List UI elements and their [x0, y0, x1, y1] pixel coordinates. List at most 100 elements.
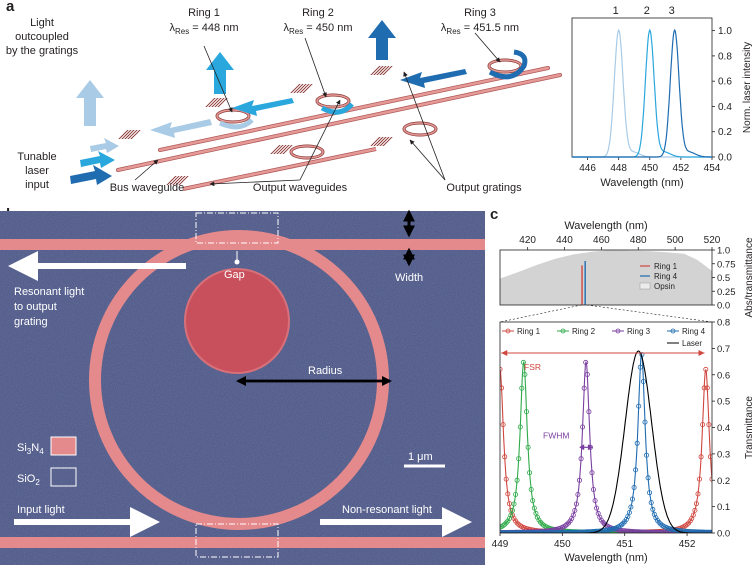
ring3-name: Ring 3 — [464, 7, 496, 19]
input-light-label: Input light — [17, 504, 65, 516]
resonant-label-1: Resonant light — [14, 286, 84, 298]
point-ring-3 — [640, 529, 646, 533]
point-ring-3 — [628, 528, 634, 533]
bottom-legend-label-0: Ring 1 — [517, 327, 541, 336]
point-ring-1 — [684, 522, 690, 528]
point-ring-1 — [703, 366, 709, 372]
bottom-y-tick-label-3: 0.3 — [717, 449, 730, 460]
top-y-tick-label-3: 0.75 — [717, 259, 736, 270]
point-ring-4 — [687, 529, 693, 533]
bottom-y-tick-label-6: 0.6 — [717, 370, 730, 381]
point-ring-3 — [539, 528, 545, 533]
point-ring-1 — [514, 520, 520, 526]
si3n4-label: Si3N4 — [17, 442, 44, 456]
point-ring-4 — [578, 529, 584, 533]
point-ring-1 — [709, 476, 712, 482]
panel-a-letter: a — [6, 0, 15, 15]
bottom-legend-marker-1 — [560, 328, 566, 334]
point-ring-3 — [639, 529, 645, 533]
point-ring-4 — [573, 529, 579, 533]
point-ring-4 — [587, 529, 593, 533]
top-waveguide — [0, 239, 485, 250]
resonant-label-2: to output — [14, 301, 57, 313]
resonant-label-3: grating — [14, 316, 48, 328]
bottom-y-tick-label-5: 0.5 — [717, 397, 730, 408]
point-ring-4 — [647, 490, 653, 496]
bottom-ylabel: Transmittance — [744, 396, 754, 459]
fsr-arrowhead-left — [501, 350, 508, 356]
inset-peak-label-1: 1 — [613, 5, 619, 17]
point-ring-3 — [650, 529, 656, 533]
zoom-line-right — [586, 304, 713, 323]
point-ring-3 — [631, 529, 637, 533]
point-ring-4 — [567, 529, 573, 533]
output-gratings-label: Output gratings — [446, 182, 522, 194]
inset-series-3 — [572, 28, 712, 158]
point-ring-3 — [577, 477, 583, 483]
bottom-legend-label-1: Ring 2 — [572, 327, 596, 336]
point-ring-3 — [661, 530, 667, 533]
x-tick-label-448: 448 — [610, 163, 627, 174]
light-outcoupled-label-1: Light — [30, 17, 54, 29]
point-ring-3 — [573, 501, 579, 507]
point-ring-3 — [586, 409, 592, 415]
inset-ylabel: Norm. laser intensity — [742, 42, 753, 133]
point-ring-1 — [700, 422, 706, 428]
point-ring-4 — [572, 529, 578, 533]
point-ring-4 — [653, 515, 659, 521]
point-ring-1 — [500, 422, 506, 428]
point-ring-1 — [511, 516, 517, 522]
sio2-swatch — [50, 467, 77, 487]
point-ring-3 — [583, 359, 589, 365]
point-ring-4 — [700, 529, 706, 533]
series-ring-2 — [500, 361, 712, 533]
point-ring-3 — [563, 523, 569, 529]
point-ring-4 — [637, 364, 643, 370]
point-ring-3 — [626, 528, 632, 533]
top-y-tick-label-0: 0.0 — [717, 301, 730, 312]
point-ring-4 — [586, 529, 592, 533]
ring-coupling-arrows — [218, 49, 528, 130]
point-ring-1 — [707, 454, 712, 460]
point-ring-3 — [567, 518, 573, 524]
point-ring-4 — [656, 519, 662, 525]
point-ring-2 — [505, 518, 511, 524]
point-ring-4 — [689, 529, 695, 533]
x-tick-label-452: 452 — [673, 163, 690, 174]
point-ring-3 — [594, 505, 600, 511]
bottom-legend-label-3: Ring 4 — [682, 327, 706, 336]
top-x-tick-label-460: 460 — [593, 235, 610, 246]
point-ring-4 — [707, 529, 712, 533]
bottom-waveguide — [0, 537, 485, 548]
series-laser — [500, 350, 712, 533]
top-xlabel: Wavelength (nm) — [564, 220, 647, 232]
point-ring-4 — [633, 467, 639, 473]
point-ring-3 — [636, 529, 642, 533]
point-ring-4 — [640, 378, 646, 384]
point-ring-1 — [698, 454, 704, 460]
point-ring-3 — [597, 514, 603, 520]
point-ring-1 — [692, 507, 698, 513]
point-ring-2 — [522, 371, 528, 377]
point-ring-2 — [516, 456, 522, 462]
bottom-xlabel: Wavelength (nm) — [564, 552, 647, 564]
point-ring-4 — [690, 529, 696, 533]
point-ring-4 — [704, 529, 710, 533]
point-ring-4 — [581, 529, 587, 533]
point-ring-3 — [572, 507, 578, 513]
bottom-legend-marker-3 — [670, 328, 676, 334]
ring2-name: Ring 2 — [302, 7, 334, 19]
point-ring-2 — [513, 491, 519, 497]
point-ring-4 — [683, 528, 688, 533]
point-ring-2 — [511, 501, 517, 507]
point-ring-2 — [514, 477, 520, 483]
point-ring-2 — [520, 359, 526, 365]
width-label: Width — [395, 272, 423, 284]
laser-input-label-1: Tunable — [17, 151, 56, 163]
bottom-x-tick-label-450: 450 — [554, 539, 571, 550]
point-ring-2 — [508, 512, 514, 518]
fwhm-arrowhead-right — [587, 444, 593, 451]
point-ring-4 — [619, 522, 625, 528]
point-ring-2 — [539, 521, 545, 527]
point-ring-4 — [693, 529, 699, 533]
